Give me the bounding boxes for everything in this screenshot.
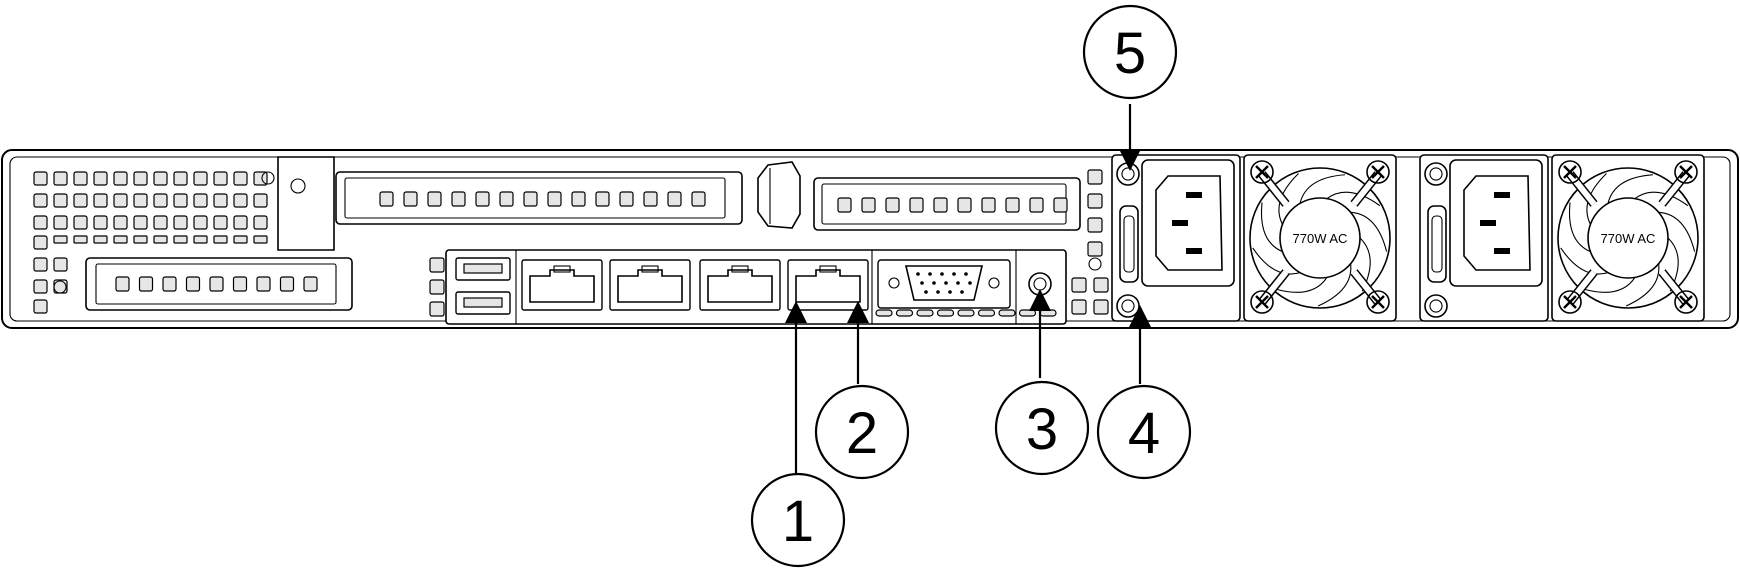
ethernet-ports [521, 259, 869, 311]
screw-icon [1366, 160, 1390, 184]
fan-icon: 770W AC [1249, 167, 1391, 309]
io-indicators-left [429, 257, 445, 317]
power-supply: 770W AC [1111, 154, 1397, 322]
psu-rating-label: 770W AC [1601, 231, 1656, 246]
pcie-slot-upper-left [335, 171, 743, 225]
screw-icon [1424, 162, 1448, 186]
usb-port-icon [455, 291, 511, 315]
screw-icon [1366, 290, 1390, 314]
fan-icon: 770W AC [1557, 167, 1699, 309]
callout-leaders [785, 104, 1151, 474]
screw-icon [1674, 290, 1698, 314]
io-indicators-right [1071, 169, 1109, 315]
callout-3: 3 [994, 380, 1090, 476]
screw-icon [1250, 160, 1274, 184]
vga-port-icon [877, 259, 1011, 309]
power-supplies: 770W AC 770W AC [1111, 154, 1705, 322]
callout-2-label: 2 [846, 401, 878, 466]
callout-3-label: 3 [1026, 397, 1058, 462]
pcie-slot-lower-left [85, 257, 353, 311]
screw-icon [1558, 290, 1582, 314]
power-inlet-icon [1449, 159, 1543, 287]
callout-1-label: 1 [782, 489, 814, 554]
latch [757, 161, 801, 229]
callout-5-label: 5 [1114, 21, 1146, 86]
rj45-port-icon [787, 259, 869, 311]
callout-1: 1 [750, 472, 846, 568]
vent-grid [33, 171, 275, 314]
screw-icon [1558, 160, 1582, 184]
callout-4: 4 [1096, 384, 1192, 480]
io-bottom-slots [875, 309, 1057, 317]
rj45-port-icon [699, 259, 781, 311]
panel-tab [277, 156, 335, 251]
screw-icon [1250, 290, 1274, 314]
callout-5: 5 [1082, 4, 1178, 100]
pcie-slot-upper-right [813, 177, 1081, 231]
psu-rating-label: 770W AC [1293, 231, 1348, 246]
rj45-port-icon [521, 259, 603, 311]
screw-icon [1674, 160, 1698, 184]
callout-2: 2 [814, 384, 910, 480]
usb-port-icon [455, 257, 511, 281]
callout-4-label: 4 [1128, 401, 1160, 466]
power-supply: 770W AC [1419, 154, 1705, 322]
rj45-port-icon [609, 259, 691, 311]
power-inlet-icon [1141, 159, 1235, 287]
screw-icon [1424, 294, 1448, 318]
